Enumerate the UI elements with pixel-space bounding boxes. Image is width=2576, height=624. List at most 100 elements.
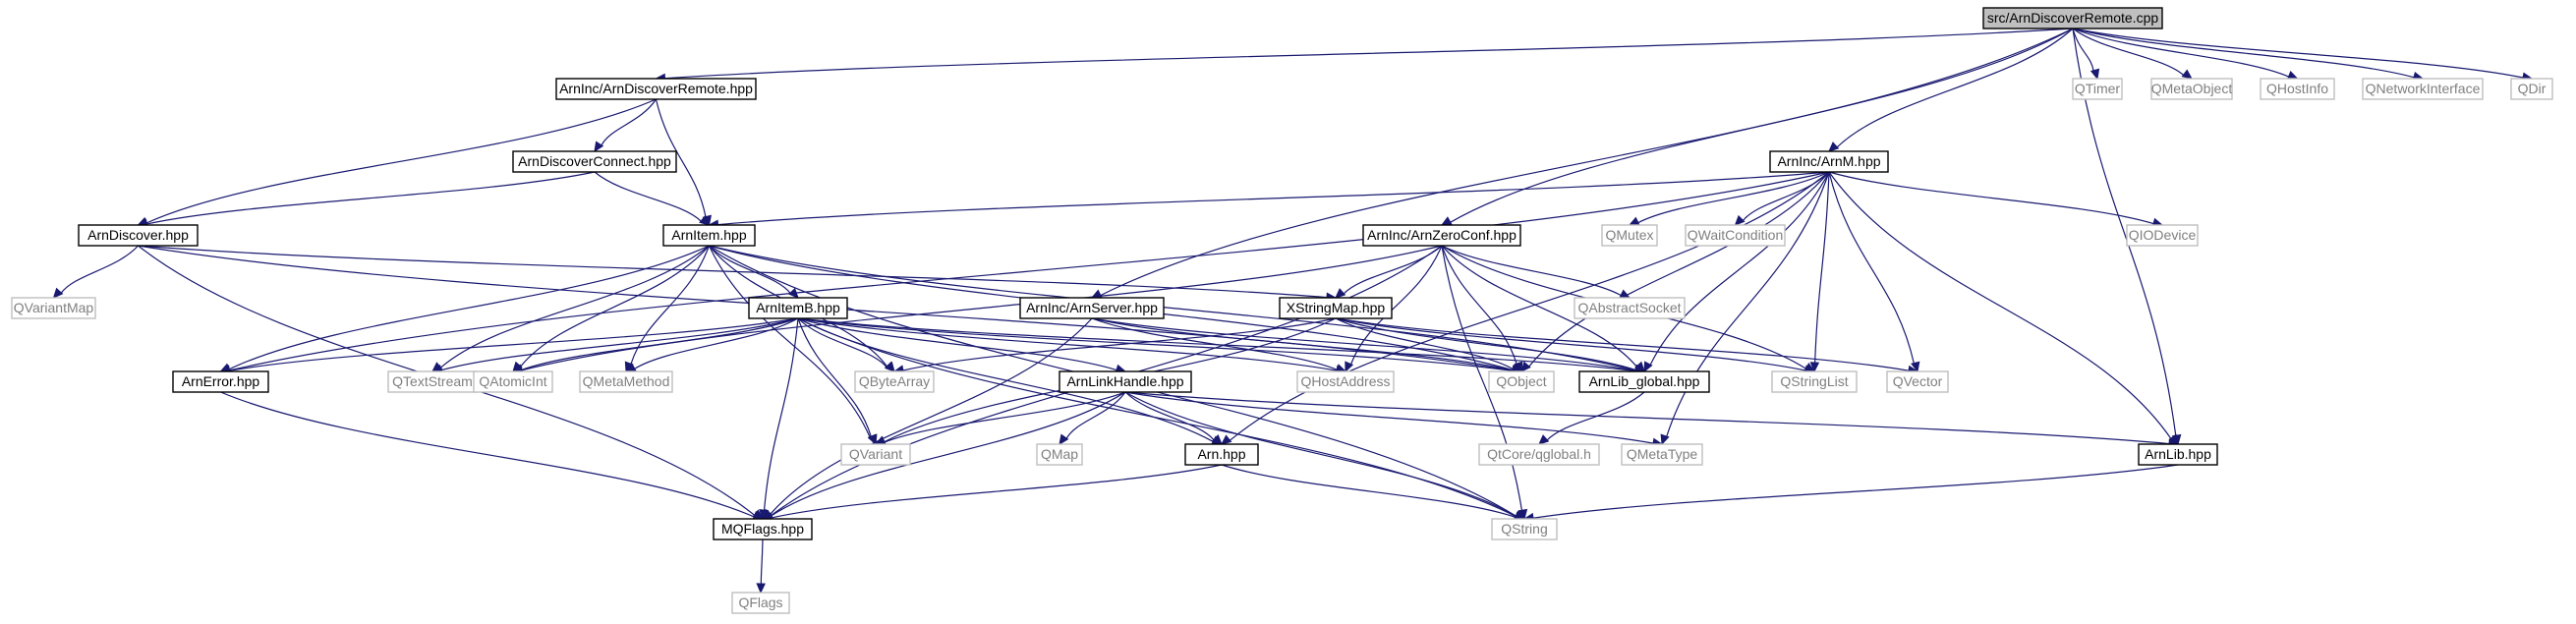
node-arn-lib[interactable]: ArnLib.hpp [2138, 443, 2218, 466]
edge-arn-discover-to-qvariant-map [52, 245, 139, 299]
node-qmutex: QMutex [1601, 224, 1658, 247]
node-box [731, 592, 790, 614]
edge-arn-to-mqflags [761, 464, 1223, 522]
node-arn-inc-arn-discover-remote[interactable]: ArnInc/ArnDiscoverRemote.hpp [555, 78, 757, 100]
node-arn-item[interactable]: ArnItem.hpp [662, 224, 756, 247]
node-arn-inc-arn-zero-conf[interactable]: ArnInc/ArnZeroConf.hpp [1362, 224, 1521, 247]
node-arn-discover-connect[interactable]: ArnDiscoverConnect.hpp [512, 150, 677, 173]
node-box [2260, 78, 2335, 100]
node-mqflags[interactable]: MQFlags.hpp [713, 518, 813, 540]
node-box [2150, 78, 2233, 100]
node-label: QAtomicInt [479, 373, 546, 389]
node-qhost-address: QHostAddress [1296, 370, 1395, 393]
node-qvariant-map: QVariantMap [11, 297, 96, 319]
node-qvariant: QVariant [840, 443, 911, 466]
node-qwait-condition: QWaitCondition [1685, 224, 1786, 247]
node-qmeta-object: QMetaObject [2150, 78, 2233, 100]
node-box [1601, 224, 1658, 247]
edge-xstring-map-to-qvector [1335, 317, 1919, 375]
edge-arn-inc-arn-m-to-qwait-condition [1734, 171, 1830, 226]
node-box [2126, 224, 2199, 247]
edge-arn-inc-arn-m-to-arn-lib [1828, 171, 2179, 446]
node-label: src/ArnDiscoverRemote.cpp [1987, 10, 2158, 26]
edge-root-to-qdir [2072, 28, 2534, 82]
node-label: QtCore/qglobal.h [1487, 446, 1591, 462]
edge-arn-link-handle-to-qmap [1059, 391, 1126, 446]
node-root[interactable]: src/ArnDiscoverRemote.cpp [1982, 7, 2163, 29]
node-qiodevice: QIODevice [2126, 224, 2199, 247]
node-label: QMetaMethod [583, 373, 670, 389]
node-label: QVariantMap [14, 300, 94, 315]
node-arn-lib-global[interactable]: ArnLib_global.hpp [1578, 370, 1710, 393]
node-box [1036, 443, 1083, 466]
edge-arn-lib-global-to-qt-core-qglobal [1538, 391, 1645, 445]
node-box [1019, 297, 1165, 319]
node-label: QObject [1496, 373, 1546, 389]
node-box [555, 78, 757, 100]
edge-arn-to-qstring [1221, 464, 1526, 521]
node-box [1982, 7, 2163, 29]
node-box [1771, 370, 1858, 393]
node-box [1574, 297, 1686, 319]
node-label: ArnItem.hpp [671, 227, 746, 243]
node-box [662, 224, 756, 247]
node-arn-inc-arn-m[interactable]: ArnInc/ArnM.hpp [1769, 150, 1889, 173]
node-qnetwork-interface: QNetworkInterface [2362, 78, 2484, 100]
node-label: ArnError.hpp [182, 373, 260, 389]
edge-arn-inc-arn-discover-remote-to-arn-discover-connect [594, 98, 658, 153]
node-box [1362, 224, 1521, 247]
edge-arn-inc-arn-zero-conf-to-qstring [1441, 245, 1528, 521]
node-qflags: QFlags [731, 592, 790, 614]
node-box [172, 370, 269, 393]
node-arn-inc-arn-server[interactable]: ArnInc/ArnServer.hpp [1019, 297, 1165, 319]
node-qbyte-array: QByteArray [854, 370, 935, 393]
node-arn[interactable]: Arn.hpp [1184, 443, 1259, 466]
node-xstring-map[interactable]: XStringMap.hpp [1279, 297, 1393, 319]
edge-arn-inc-arn-m-to-arn [1221, 171, 1830, 445]
node-label: QAbstractSocket [1577, 300, 1681, 315]
node-label: QMutex [1605, 227, 1653, 243]
node-qmap: QMap [1036, 443, 1083, 466]
node-label: ArnLinkHandle.hpp [1066, 373, 1183, 389]
edge-arn-inc-arn-m-to-qvector [1828, 171, 1920, 373]
node-qt-core-qglobal: QtCore/qglobal.h [1478, 443, 1600, 466]
edge-root-to-arn-inc-arn-discover-remote [655, 28, 2074, 84]
edge-arn-inc-arn-m-to-arn-item [708, 171, 1830, 229]
node-label: QHostAddress [1300, 373, 1390, 389]
node-label: ArnInc/ArnDiscoverRemote.hpp [559, 81, 753, 96]
node-box [1296, 370, 1395, 393]
edge-arn-item-b-to-qbyte-array [797, 317, 895, 372]
node-box [840, 443, 911, 466]
node-arn-item-b[interactable]: ArnItemB.hpp [748, 297, 848, 319]
edge-arn-inc-arn-m-to-qmeta-type [1660, 171, 1830, 446]
node-qatomic-int: QAtomicInt [473, 370, 553, 393]
edge-arn-link-handle-to-qvariant [874, 391, 1126, 446]
node-label: QTimer [2075, 81, 2120, 96]
node-label: QString [1501, 521, 1547, 537]
node-qmeta-type: QMetaType [1621, 443, 1703, 466]
edge-arn-discover-connect-to-arn-discover [137, 171, 596, 228]
edge-arn-inc-arn-zero-conf-to-qobject [1441, 245, 1523, 373]
node-arn-discover[interactable]: ArnDiscover.hpp [78, 224, 199, 247]
edge-arn-inc-arn-m-to-arn-lib-global [1643, 171, 1830, 373]
node-box [2138, 443, 2218, 466]
node-label: Arn.hpp [1197, 446, 1245, 462]
node-label: ArnInc/ArnM.hpp [1777, 153, 1880, 169]
edge-arn-error-to-mqflags [220, 391, 765, 520]
edge-arn-inc-arn-zero-conf-to-xstring-map [1335, 245, 1443, 299]
node-box [1886, 370, 1949, 393]
node-arn-error[interactable]: ArnError.hpp [172, 370, 269, 393]
node-label: ArnDiscover.hpp [87, 227, 189, 243]
edge-arn-inc-arn-m-to-qiodevice [1828, 171, 2164, 227]
node-box [2362, 78, 2484, 100]
node-label: QMetaObject [2151, 81, 2233, 96]
node-arn-link-handle[interactable]: ArnLinkHandle.hpp [1059, 370, 1192, 393]
node-label: ArnLib.hpp [2145, 446, 2211, 462]
node-box [1059, 370, 1192, 393]
edge-xstring-map-to-arn-lib-global [1335, 317, 1646, 373]
node-label: ArnLib_global.hpp [1589, 373, 1700, 389]
node-box [579, 370, 673, 393]
node-box [2072, 78, 2123, 100]
node-qhost-info: QHostInfo [2260, 78, 2335, 100]
